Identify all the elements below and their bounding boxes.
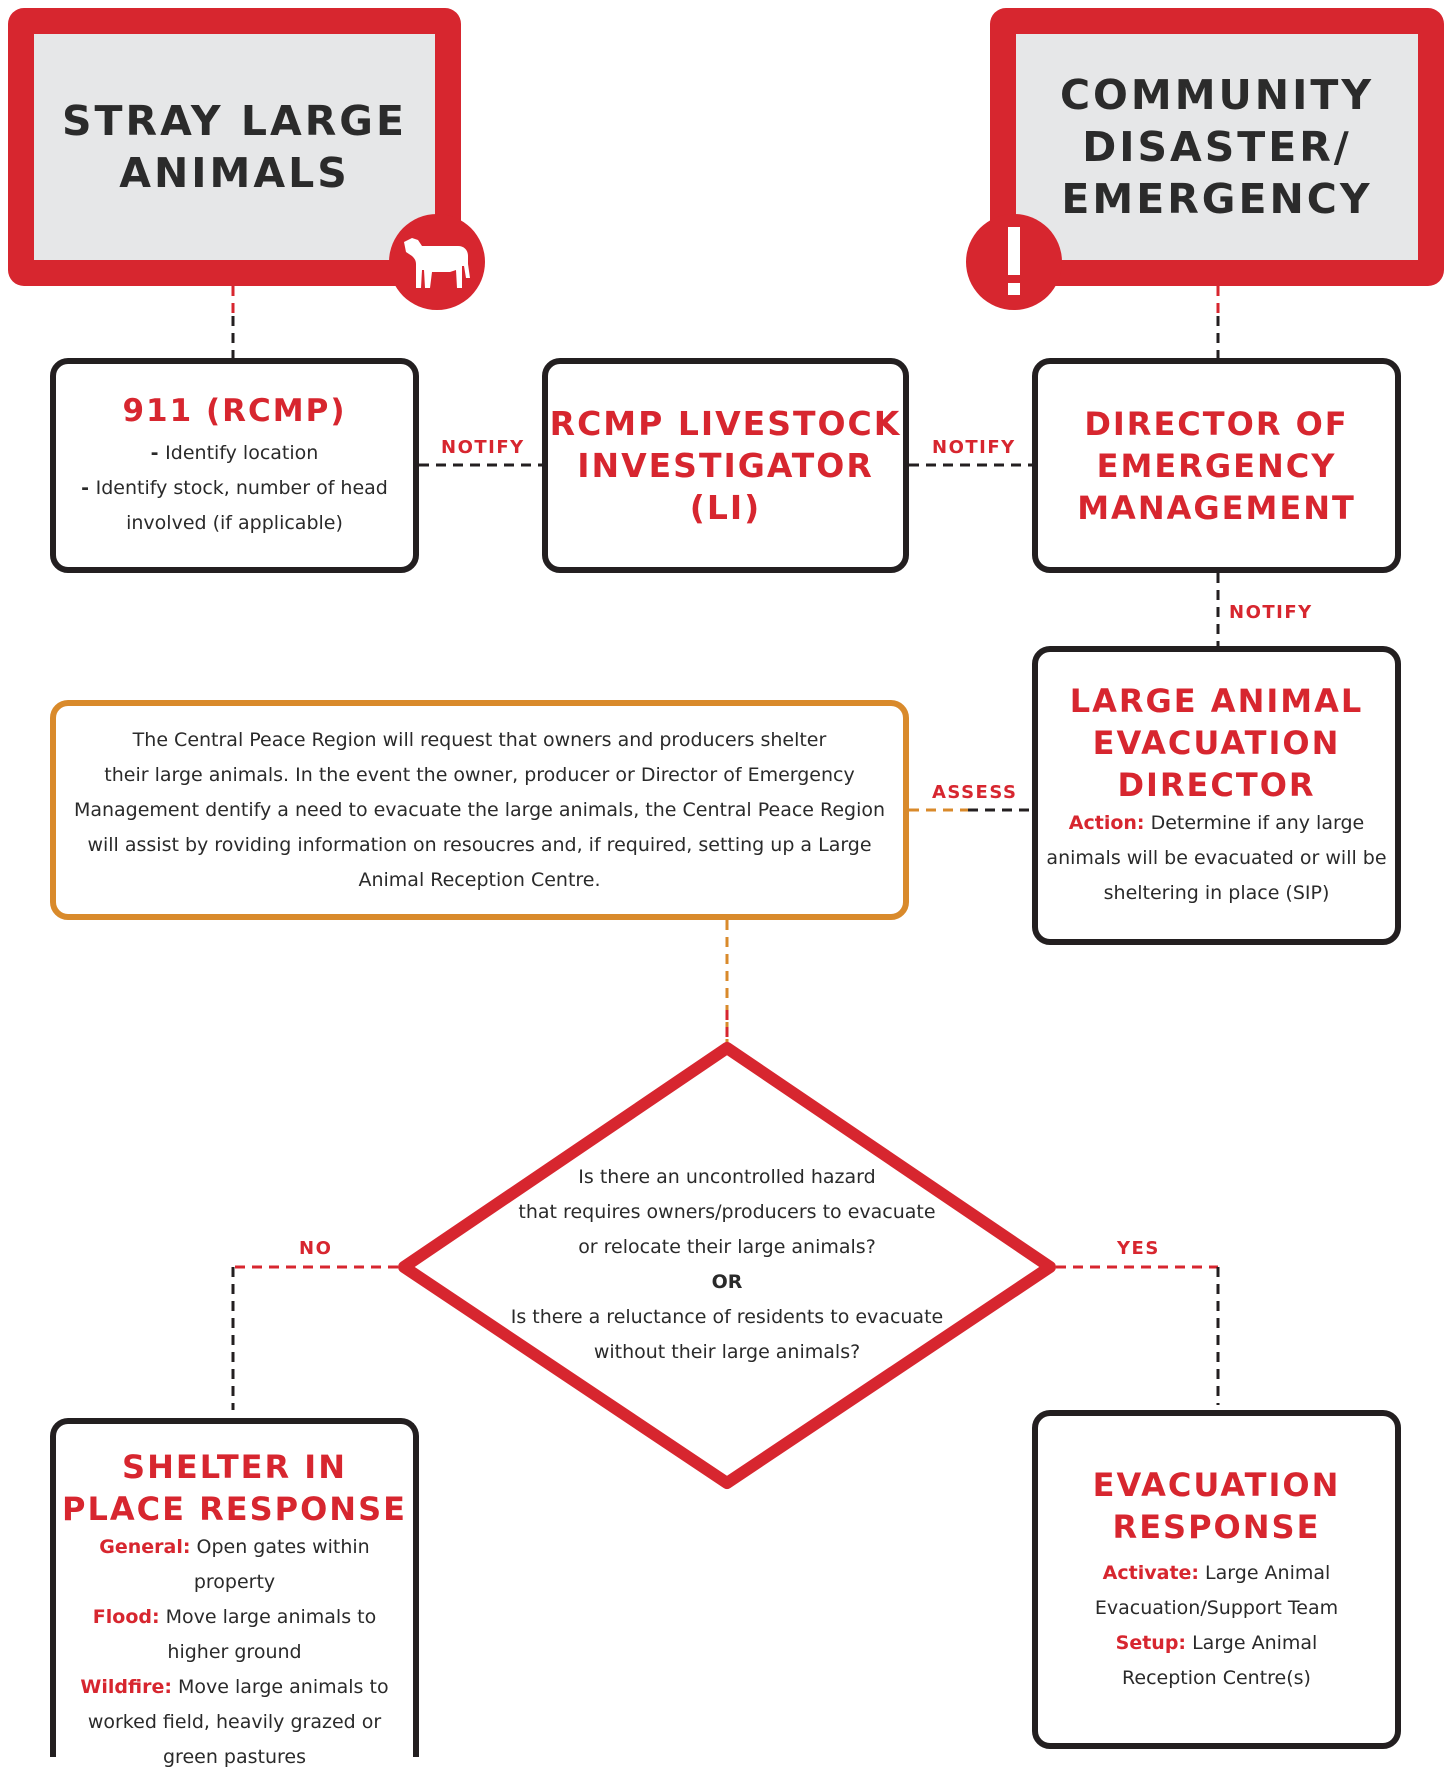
decision-question: Is there an uncontrolled hazard that req…: [474, 1160, 980, 1370]
box-dem-title-line1: DIRECTOR OF: [1084, 404, 1349, 443]
box-sip-flood: Flood: Move large animals to: [92, 1606, 377, 1628]
box-evac-setup-line2: Reception Centre(s): [1122, 1666, 1311, 1689]
box-911-line3: involved (if applicable): [126, 512, 343, 534]
box-rcmp-livestock-investigator: RCMP LIVESTOCK INVESTIGATOR (LI): [542, 358, 909, 573]
box-911-title: 911 (RCMP): [122, 393, 347, 429]
decision-diamond: [398, 1042, 1056, 1489]
box-shelter-in-place-response: SHELTER IN PLACE RESPONSE General: Open …: [50, 1418, 419, 1768]
box-laed-title-line1: LARGE ANIMAL: [1069, 682, 1364, 720]
label-yes: YES: [1117, 1238, 1160, 1259]
box-evacuation-response: EVACUATION RESPONSE Activate: Large Anim…: [1032, 1410, 1401, 1749]
box-911-line1: - Identify location: [150, 442, 319, 464]
cow-icon: [389, 214, 485, 310]
label-notify-dem-laed: NOTIFY: [1229, 602, 1313, 623]
header-stray-animals: STRAY LARGE ANIMALS: [8, 8, 461, 286]
box-sip-flood-line2: higher ground: [167, 1641, 302, 1663]
box-evac-title-line2: RESPONSE: [1112, 1507, 1321, 1546]
header-stray-animals-title: STRAY LARGE ANIMALS: [62, 97, 407, 197]
note-text: The Central Peace Region will request th…: [73, 728, 886, 891]
label-assess: ASSESS: [932, 782, 1018, 803]
box-sip-wildfire-line3: green pastures: [163, 1746, 306, 1768]
box-evac-activate-line2: Evacuation/Support Team: [1094, 1596, 1339, 1619]
box-dem-title-line2: EMERGENCY: [1096, 446, 1337, 485]
label-no: NO: [299, 1238, 333, 1259]
decision-or: OR: [711, 1271, 743, 1293]
box-evac-setup: Setup: Large Animal: [1115, 1631, 1318, 1654]
box-sip-title-line2: PLACE RESPONSE: [62, 1490, 407, 1528]
box-laed-action-line1: Action: Determine if any large: [1068, 812, 1365, 834]
box-911-rcmp: 911 (RCMP) - Identify location - Identif…: [50, 358, 419, 573]
note-central-peace-region: The Central Peace Region will request th…: [50, 700, 909, 920]
box-large-animal-evacuation-director: LARGE ANIMAL EVACUATION DIRECTOR Action:…: [1032, 646, 1401, 945]
box-evac-activate: Activate: Large Animal: [1102, 1561, 1331, 1584]
box-evac-title-line1: EVACUATION: [1092, 1465, 1341, 1504]
box-director-emergency-management: DIRECTOR OF EMERGENCY MANAGEMENT: [1032, 358, 1401, 573]
exclamation-icon: [966, 214, 1062, 310]
label-notify-911-li: NOTIFY: [441, 437, 525, 458]
box-sip-wildfire: Wildfire: Move large animals to: [80, 1676, 389, 1698]
box-dem-title-line3: MANAGEMENT: [1077, 488, 1356, 527]
box-laed-title-line2: EVACUATION: [1092, 724, 1341, 762]
box-laed-action-line3: sheltering in place (SIP): [1103, 882, 1330, 904]
box-sip-title-line1: SHELTER IN: [122, 1448, 347, 1486]
header-community-disaster-title: COMMUNITY DISASTER/ EMERGENCY: [1059, 71, 1375, 223]
box-laed-action-line2: animals will be evacuated or will be: [1046, 847, 1387, 869]
box-911-line2: - Identify stock, number of head: [81, 477, 388, 499]
box-laed-title-line3: DIRECTOR: [1117, 766, 1316, 804]
box-li-title-line2: INVESTIGATOR (LI): [577, 445, 874, 527]
box-li-title-line1: RCMP LIVESTOCK: [549, 403, 902, 443]
header-community-disaster: COMMUNITY DISASTER/ EMERGENCY: [990, 8, 1444, 286]
label-notify-li-dem: NOTIFY: [932, 437, 1016, 458]
box-sip-general: General: Open gates within property: [99, 1536, 370, 1593]
box-sip-wildfire-line2: worked field, heavily grazed or: [87, 1711, 382, 1733]
